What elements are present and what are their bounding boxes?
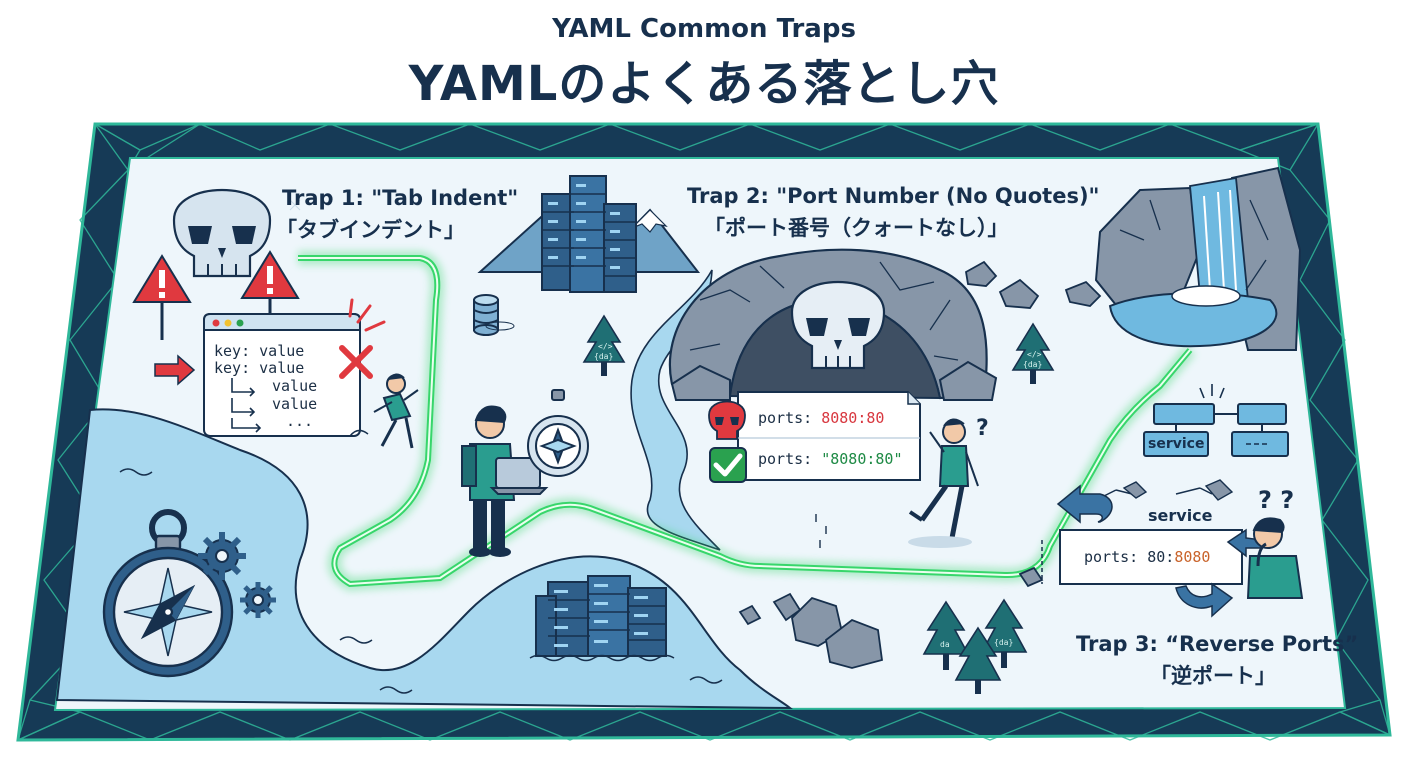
question-marks: ? ? [1258,486,1295,514]
rock-icon [738,260,1102,669]
tree-label: {da} [994,638,1014,647]
tree-icon [582,314,1055,694]
trap2-good-code: ports: "8080:80" [758,450,903,468]
skull-icon [790,280,886,370]
check-icon [709,447,747,483]
trap2-label-jp: 「ポート番号（クォートなし）」 [704,216,1009,240]
trap1-code-line: ... [286,412,314,430]
person-icon [1246,517,1304,599]
trap1-label: Trap 1: "Tab Indent" [282,186,519,210]
arrow-icon [154,354,196,386]
compass-icon [102,509,234,678]
database-icon [473,294,499,336]
person-icon [908,418,979,548]
compass-icon [527,389,589,477]
person-icon [373,373,419,449]
server-rack-icon [529,575,675,662]
code-card [1041,479,1243,585]
question-mark: ? [976,416,989,441]
server-rack-icon [541,175,637,293]
trap3-label: Trap 3: “Reverse Ports” [1076,632,1359,656]
tree-label: </> [598,342,613,351]
service-diagram [1143,384,1289,457]
service-box-label: service [1148,436,1205,452]
trap1-code-line: key: value [214,342,305,360]
trap3-label-jp: 「逆ポート」 [1150,664,1276,688]
trap2-bad-code: ports: 8080:80 [758,409,885,427]
waterfall-icon [1094,166,1302,351]
tree-label: da [940,640,950,649]
tree-label: </> [1027,350,1042,359]
trap1-label-jp: 「タブインデント」 [276,218,465,242]
trail-path [298,251,1196,592]
trap1-code-line: key: value [214,359,305,377]
tree-label: {da} [594,352,614,361]
tree-label: {da} [1023,360,1043,369]
cross-icon [339,345,373,379]
trap1-code-line: value [272,377,318,395]
page-title: YAMLのよくある落とし穴 [408,56,1000,112]
warning-icon [240,250,300,318]
skull-icon [708,400,746,440]
person-icon [461,405,549,557]
gear-icon [198,532,276,618]
skull-icon [172,188,272,278]
trap3-code: ports: 80:8080 [1084,548,1211,566]
warning-icon [132,254,192,340]
page-subtitle: YAML Common Traps [552,14,856,44]
trap3-service-label: service [1148,506,1213,525]
trap2-label: Trap 2: "Port Number (No Quotes)" [687,184,1100,208]
trap1-code-line: value [272,395,318,413]
